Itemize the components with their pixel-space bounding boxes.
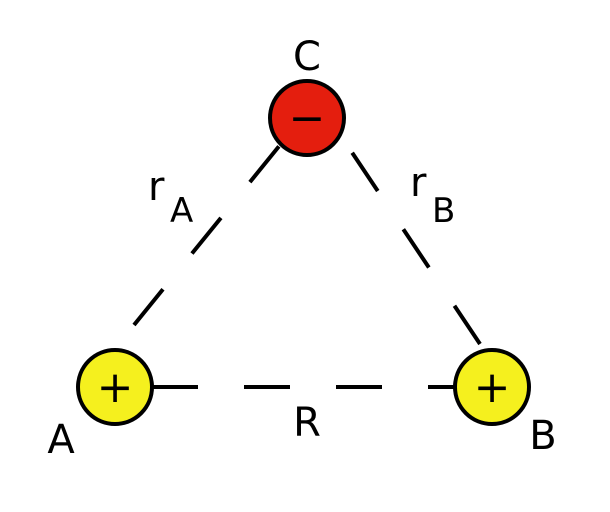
label-B: B: [529, 413, 556, 459]
distance-line-rA: [132, 143, 282, 327]
charge-B: +: [453, 348, 531, 426]
label-R: R: [293, 400, 321, 446]
distance-line-rB: [341, 137, 482, 346]
label-rB-main: r: [410, 160, 427, 206]
label-rB-sub: B: [432, 191, 455, 231]
charge-C: −: [268, 79, 346, 157]
charge-A: +: [76, 348, 154, 426]
label-A: A: [47, 417, 75, 463]
label-rA-main: r: [148, 164, 165, 210]
label-rA-sub: A: [170, 191, 193, 231]
plus-icon: +: [474, 362, 511, 413]
label-C: C: [293, 34, 321, 80]
minus-icon: −: [289, 93, 326, 144]
plus-icon: +: [97, 362, 134, 413]
